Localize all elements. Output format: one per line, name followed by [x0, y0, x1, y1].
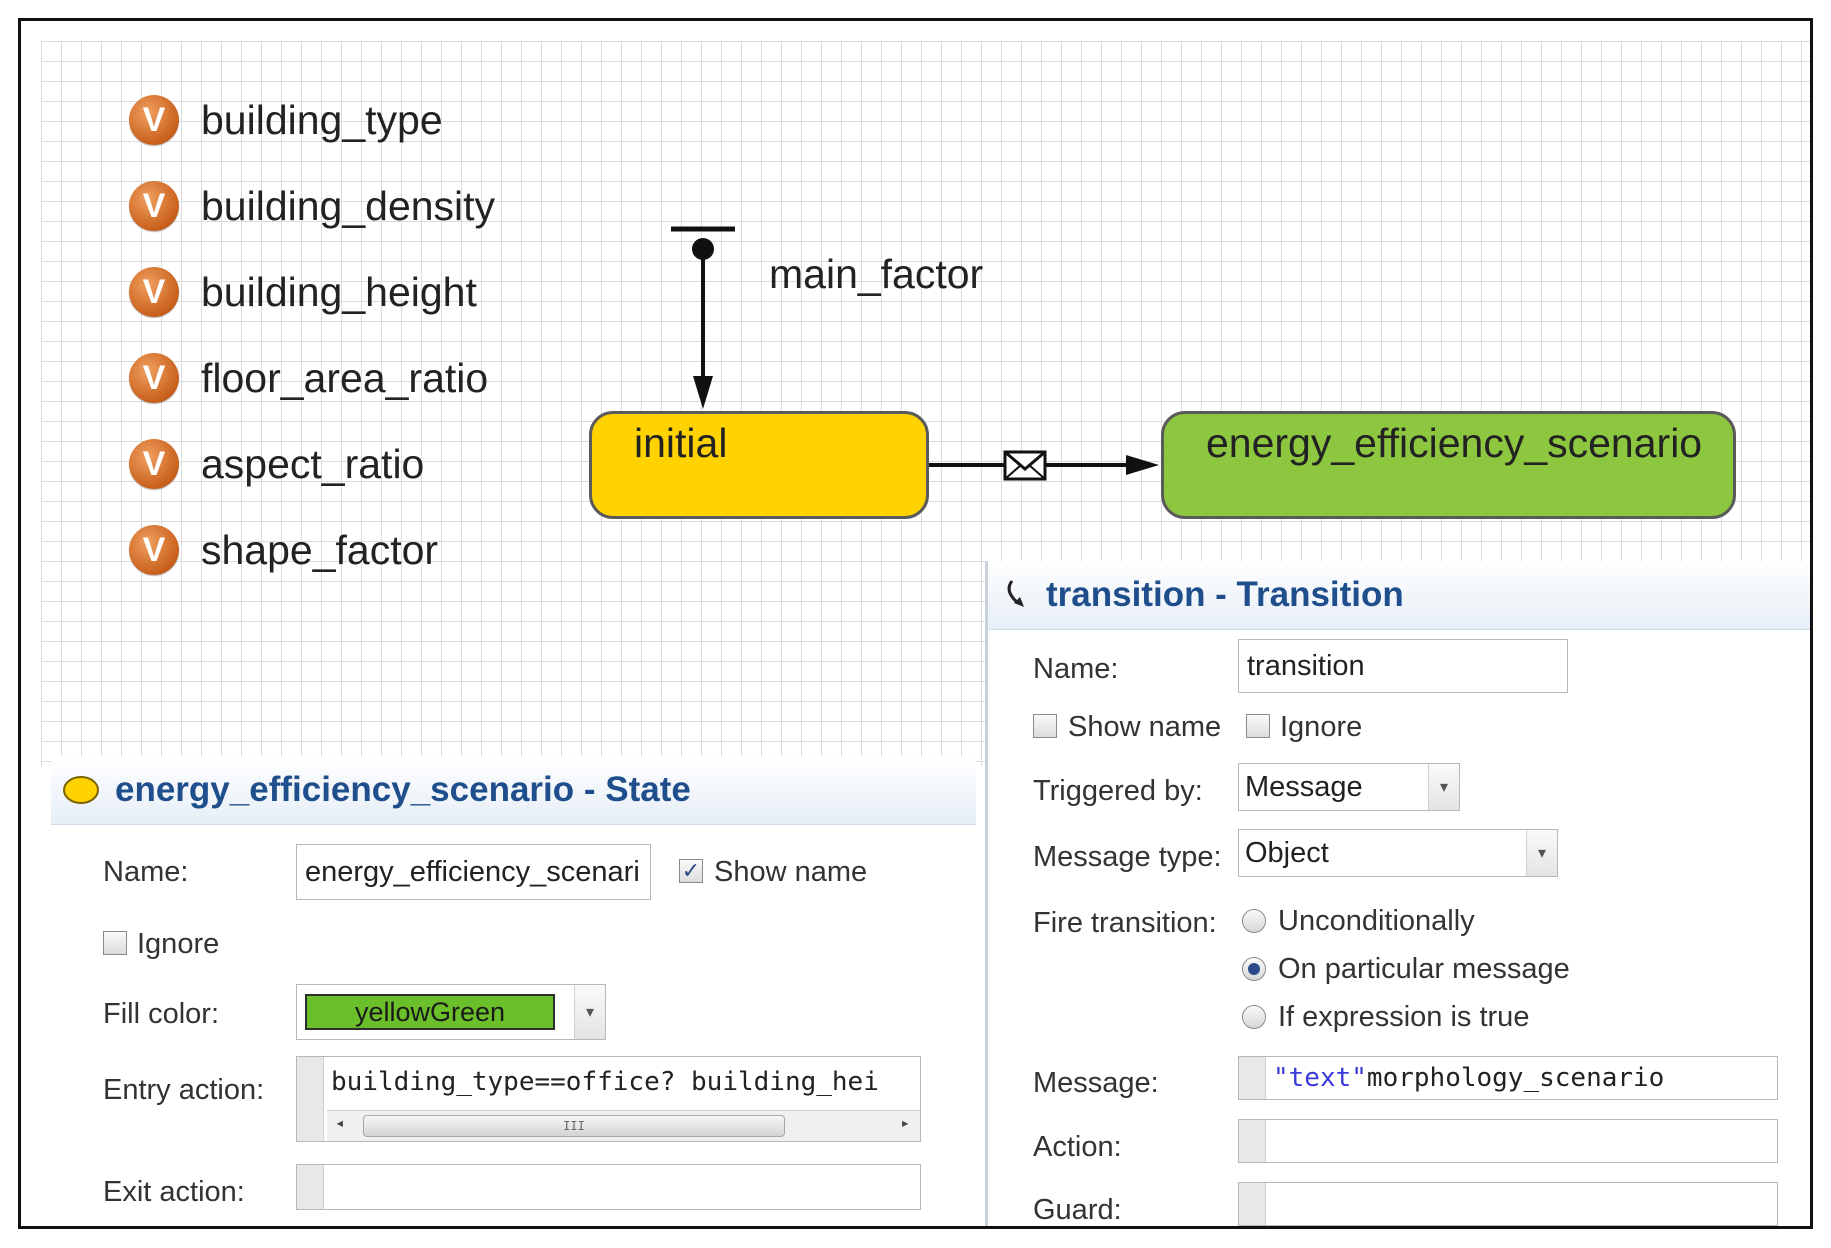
variable-shape-factor[interactable]: V shape_factor: [129, 518, 438, 582]
editor-gutter: [1239, 1057, 1266, 1099]
message-envelope-icon: [1003, 450, 1047, 481]
state-icon: [63, 776, 99, 804]
ignore-checkbox[interactable]: [103, 931, 127, 955]
editor-gutter: [297, 1165, 324, 1209]
guard-label: Guard:: [1033, 1194, 1122, 1226]
variable-label: building_type: [201, 96, 443, 143]
transition-properties-panel: transition - Transition Name: transition…: [985, 561, 1810, 1226]
transition-icon: [1007, 580, 1024, 607]
chevron-down-icon[interactable]: ▾: [1428, 764, 1459, 810]
statechart-entry-point[interactable]: [671, 226, 735, 409]
state-energy-efficiency-scenario[interactable]: energy_efficiency_scenario: [1161, 411, 1736, 519]
guard-editor[interactable]: [1238, 1182, 1778, 1226]
transition-name-field[interactable]: transition: [1238, 639, 1568, 693]
screenshot-frame: V building_type V building_density V bui…: [18, 18, 1813, 1229]
action-label: Action:: [1033, 1131, 1122, 1163]
exit-action-editor[interactable]: [296, 1164, 921, 1210]
chevron-down-icon[interactable]: ▾: [1526, 830, 1557, 876]
entry-action-code: building_type==office? building_hei: [331, 1067, 879, 1097]
scroll-thumb[interactable]: III: [363, 1115, 785, 1137]
transition-panel-title: transition - Transition: [1046, 575, 1404, 614]
name-label: Name:: [103, 856, 189, 888]
variable-icon: V: [129, 525, 179, 575]
entry-action-label: Entry action:: [103, 1074, 265, 1106]
state-panel-title: energy_efficiency_scenario - State: [115, 770, 691, 809]
message-type-label: Message type:: [1033, 841, 1222, 873]
chevron-down-icon[interactable]: ▾: [574, 985, 605, 1039]
state-panel-header: energy_efficiency_scenario - State: [51, 756, 976, 825]
message-value: morphology_scenario: [1366, 1063, 1665, 1093]
entry-point-label: main_factor: [769, 251, 984, 297]
triggered-by-select[interactable]: Message ▾: [1238, 763, 1460, 811]
state-label: initial: [634, 420, 728, 466]
variable-icon: V: [129, 95, 179, 145]
name-label: Name:: [1033, 653, 1119, 685]
horizontal-scrollbar[interactable]: ◂ III ▸: [327, 1110, 920, 1141]
radio-label: On particular message: [1278, 953, 1570, 985]
scroll-left-icon[interactable]: ◂: [335, 1113, 345, 1132]
fill-color-label: Fill color:: [103, 998, 220, 1030]
show-name-label: Show name: [1068, 711, 1222, 743]
action-editor[interactable]: [1238, 1119, 1778, 1163]
exit-action-label: Exit action:: [103, 1176, 245, 1208]
variable-icon: V: [129, 267, 179, 317]
show-name-checkbox[interactable]: ✓: [679, 859, 703, 883]
show-name-checkbox[interactable]: [1033, 714, 1057, 738]
radio-unconditionally[interactable]: [1242, 909, 1266, 933]
message-field[interactable]: "text" morphology_scenario: [1238, 1056, 1778, 1100]
scroll-right-icon[interactable]: ▸: [900, 1113, 910, 1132]
radio-label: Unconditionally: [1278, 905, 1475, 937]
fill-color-select[interactable]: yellowGreen ▾: [296, 984, 606, 1040]
variable-floor-area-ratio[interactable]: V floor_area_ratio: [129, 346, 488, 410]
statechart-canvas[interactable]: V building_type V building_density V bui…: [41, 41, 1810, 766]
variable-aspect-ratio[interactable]: V aspect_ratio: [129, 432, 424, 496]
variable-icon: V: [129, 439, 179, 489]
variable-building-height[interactable]: V building_height: [129, 260, 477, 324]
color-swatch: yellowGreen: [305, 994, 555, 1030]
radio-on-particular-message[interactable]: [1242, 957, 1266, 981]
editor-gutter: [1239, 1120, 1266, 1162]
ignore-label: Ignore: [1280, 711, 1363, 743]
entry-action-editor[interactable]: building_type==office? building_hei ◂ II…: [296, 1056, 921, 1142]
variable-icon: V: [129, 181, 179, 231]
show-name-label: Show name: [714, 856, 868, 888]
variable-label: shape_factor: [201, 526, 439, 573]
radio-if-expression-true[interactable]: [1242, 1005, 1266, 1029]
variable-label: building_height: [201, 268, 477, 315]
message-type-hint: "text": [1273, 1063, 1367, 1093]
connectors-layer: [671, 226, 1159, 481]
variable-icon: V: [129, 353, 179, 403]
state-properties-panel: energy_efficiency_scenario - State Name:…: [51, 756, 976, 1226]
transition-panel-header: transition - Transition: [988, 561, 1810, 630]
state-name-field[interactable]: energy_efficiency_scenari: [296, 844, 651, 900]
state-label: energy_efficiency_scenario: [1206, 420, 1703, 466]
editor-gutter: [1239, 1183, 1266, 1225]
triggered-by-label: Triggered by:: [1033, 775, 1203, 807]
variable-label: building_density: [201, 182, 496, 229]
ignore-label: Ignore: [137, 928, 220, 960]
fire-transition-label: Fire transition:: [1033, 907, 1217, 939]
radio-label: If expression is true: [1278, 1001, 1530, 1033]
variable-label: floor_area_ratio: [201, 354, 489, 401]
variable-label: aspect_ratio: [201, 440, 425, 487]
editor-gutter: [297, 1057, 324, 1141]
state-initial[interactable]: initial: [589, 411, 929, 519]
message-label: Message:: [1033, 1067, 1159, 1099]
ignore-checkbox[interactable]: [1246, 714, 1270, 738]
variable-building-type[interactable]: V building_type: [129, 88, 443, 152]
triggered-by-value: Message: [1245, 770, 1363, 803]
message-type-value: Object: [1245, 836, 1329, 869]
variable-building-density[interactable]: V building_density: [129, 174, 495, 238]
message-type-select[interactable]: Object ▾: [1238, 829, 1558, 877]
